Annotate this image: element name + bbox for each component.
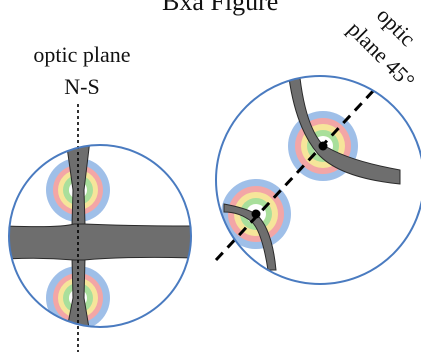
left-field-circle <box>8 144 192 328</box>
isogyre-horizontal <box>9 223 191 261</box>
right-panel: optic plane 45° <box>214 2 421 285</box>
right-isogyres <box>223 77 401 271</box>
melatope-upper-dot <box>318 141 328 151</box>
figure-title: Bxa Figure <box>162 0 278 16</box>
right-optic-plane-line <box>214 88 376 262</box>
isogyre-upper <box>288 77 401 185</box>
melatope-lower-dot <box>251 209 261 219</box>
left-label-line1: optic plane <box>33 42 130 67</box>
right-field-circle <box>215 75 421 285</box>
left-panel: optic plane N-S <box>8 42 192 352</box>
left-label-line2: N-S <box>64 74 99 99</box>
